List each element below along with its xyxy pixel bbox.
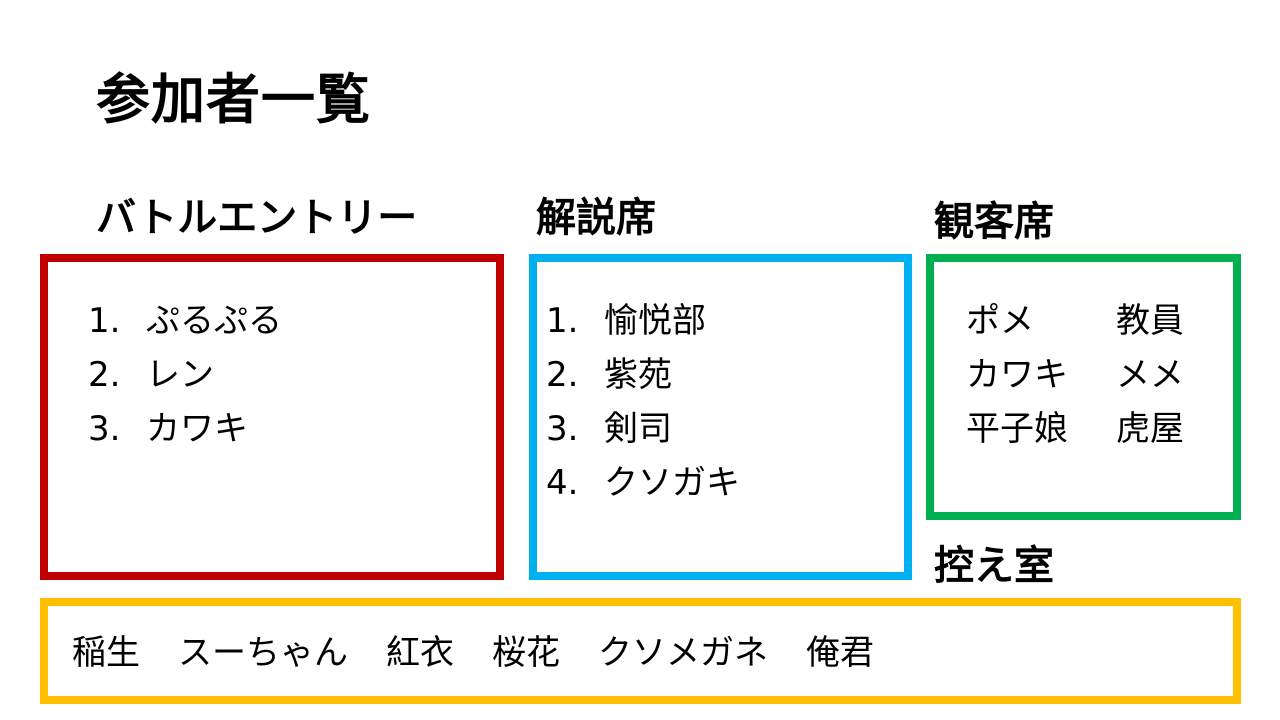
participant-name: 紅衣 <box>386 633 454 673</box>
participant-name: スーちゃん <box>178 633 348 673</box>
waiting-room-list: 稲生 スーちゃん 紅衣 桜花 クソメガネ 俺君 <box>72 626 912 680</box>
list-item: 2. レン <box>88 348 282 402</box>
list-item: 3. 剣司 <box>546 402 740 456</box>
list-item: 2. 紫苑 <box>546 348 740 402</box>
participant-name: 平子娘 <box>966 409 1068 449</box>
list-number: 2. <box>546 355 579 395</box>
commentary-box <box>529 254 912 580</box>
participant-name: 教員 <box>1116 301 1184 341</box>
audience-grid: ポメ 教員 カワキ メメ 平子娘 虎屋 <box>966 294 1184 456</box>
page-title: 参加者一覧 <box>96 68 371 131</box>
commentary-list: 1. 愉悦部 2. 紫苑 3. 剣司 4. クソガキ <box>546 294 740 510</box>
list-number: 4. <box>546 463 579 503</box>
participant-name: 桜花 <box>492 633 560 673</box>
list-number: 3. <box>546 409 579 449</box>
audience-row: 平子娘 虎屋 <box>966 402 1184 456</box>
participant-name: 虎屋 <box>1116 409 1184 449</box>
waiting-room-heading: 控え室 <box>934 543 1054 589</box>
participant-name: 稲生 <box>72 633 140 673</box>
list-item: 1. 愉悦部 <box>546 294 740 348</box>
audience-row: カワキ メメ <box>966 348 1184 402</box>
list-number: 1. <box>546 301 579 341</box>
participant-name: 剣司 <box>604 409 672 449</box>
participant-name: カワキ <box>146 409 248 449</box>
battle-entry-box <box>40 254 504 580</box>
participant-name: ポメ <box>966 301 1034 341</box>
participant-name: クソガキ <box>604 463 740 503</box>
participant-name: 愉悦部 <box>604 301 706 341</box>
list-number: 1. <box>88 301 121 341</box>
waiting-room-box <box>40 598 1241 704</box>
participant-name: ぷるぷる <box>146 301 282 341</box>
list-number: 2. <box>88 355 121 395</box>
list-item: 3. カワキ <box>88 402 282 456</box>
participant-name: カワキ <box>966 355 1068 395</box>
list-item: 4. クソガキ <box>546 456 740 510</box>
battle-entry-list: 1. ぷるぷる 2. レン 3. カワキ <box>88 294 282 456</box>
commentary-heading: 解説席 <box>536 195 656 241</box>
audience-box <box>926 254 1241 520</box>
audience-row: ポメ 教員 <box>966 294 1184 348</box>
participant-name: メメ <box>1116 355 1184 395</box>
audience-heading: 観客席 <box>934 199 1054 245</box>
list-number: 3. <box>88 409 121 449</box>
participant-name: 俺君 <box>806 633 874 673</box>
participant-name: 紫苑 <box>604 355 672 395</box>
battle-entry-heading: バトルエントリー <box>96 195 418 241</box>
participant-name: クソメガネ <box>598 633 768 673</box>
list-item: 1. ぷるぷる <box>88 294 282 348</box>
participant-name: レン <box>146 355 214 395</box>
